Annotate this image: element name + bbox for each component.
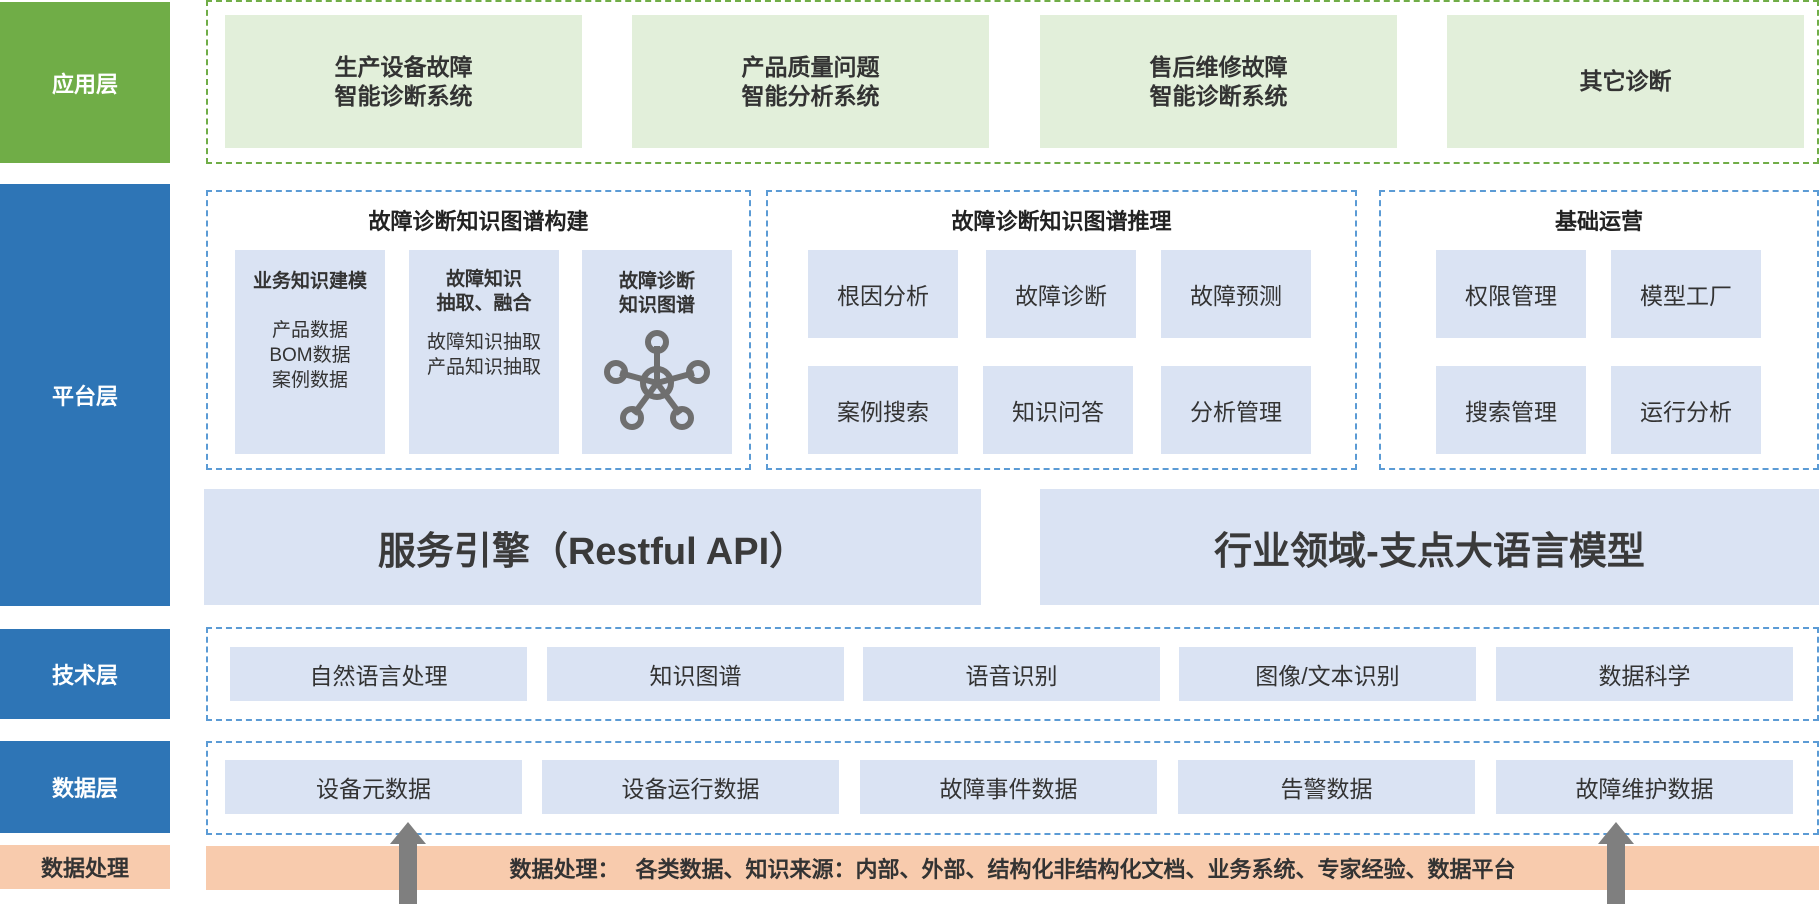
service-engine[interactable]: 服务引擎（Restful API）: [204, 489, 981, 605]
up-arrow-right: [1607, 843, 1625, 904]
ops-search-mgmt[interactable]: 搜索管理: [1436, 366, 1586, 454]
tech-nlp[interactable]: 自然语言处理: [230, 647, 527, 701]
tech-data-science[interactable]: 数据科学: [1496, 647, 1793, 701]
processing-bar: 数据处理： 各类数据、知识来源：内部、外部、结构化非结构化文档、业务系统、专家经…: [206, 846, 1819, 890]
application-layer-label: 应用层: [0, 2, 170, 163]
data-equipment-operation[interactable]: 设备运行数据: [542, 760, 839, 814]
kg-build-title: 故障诊断知识图谱构建: [368, 209, 589, 234]
reasoning-diagnosis[interactable]: 故障诊断: [986, 250, 1136, 338]
reasoning-qa[interactable]: 知识问答: [983, 366, 1133, 454]
application-layer-group: [206, 0, 1819, 164]
up-arrow-left-head: [390, 822, 426, 844]
app-system-aftersales[interactable]: 售后维修故障 智能诊断系统: [1040, 15, 1397, 148]
app-system-quality[interactable]: 产品质量问题 智能分析系统: [632, 15, 989, 148]
data-equipment-meta[interactable]: 设备元数据: [225, 760, 522, 814]
reasoning-root-cause[interactable]: 根因分析: [808, 250, 958, 338]
ops-permission[interactable]: 权限管理: [1436, 250, 1586, 338]
kg-build-group: [206, 190, 751, 470]
processing-label: 数据处理：: [509, 857, 620, 882]
technology-layer-label: 技术层: [0, 629, 170, 719]
reasoning-case-search[interactable]: 案例搜索: [808, 366, 958, 454]
processing-text: 各类数据、知识来源：内部、外部、结构化非结构化文档、业务系统、专家经验、数据平台: [635, 857, 1516, 882]
operations-title: 基础运营: [1554, 209, 1643, 234]
data-layer-group: [206, 741, 1819, 835]
technology-layer-group: [206, 627, 1819, 721]
knowledge-graph-icon: [604, 330, 710, 430]
kg-card-title: 故障知识 抽取、融合: [436, 269, 532, 314]
kg-reasoning-group: [766, 190, 1357, 470]
ops-model-factory[interactable]: 模型工厂: [1611, 250, 1761, 338]
tech-image-text-recognition[interactable]: 图像/文本识别: [1179, 647, 1476, 701]
kg-card-business-modeling[interactable]: 业务知识建模 产品数据 BOM数据 案例数据: [235, 250, 385, 454]
operations-group: [1379, 190, 1819, 470]
kg-card-items: 产品数据 BOM数据 案例数据: [269, 320, 351, 391]
data-layer-label: 数据层: [0, 741, 170, 833]
ops-run-analysis[interactable]: 运行分析: [1611, 366, 1761, 454]
platform-layer-label: 平台层: [0, 184, 170, 606]
up-arrow-right-head: [1598, 822, 1634, 844]
data-fault-event[interactable]: 故障事件数据: [860, 760, 1157, 814]
data-alarm[interactable]: 告警数据: [1178, 760, 1475, 814]
industry-llm[interactable]: 行业领域-支点大语言模型: [1040, 489, 1819, 605]
data-fault-maintenance[interactable]: 故障维护数据: [1496, 760, 1793, 814]
app-system-production[interactable]: 生产设备故障 智能诊断系统: [225, 15, 582, 148]
up-arrow-left: [399, 843, 417, 904]
kg-card-extraction[interactable]: 故障知识 抽取、融合 故障知识抽取 产品知识抽取: [409, 250, 559, 454]
tech-knowledge-graph[interactable]: 知识图谱: [547, 647, 844, 701]
app-system-other[interactable]: 其它诊断: [1447, 15, 1804, 148]
kg-card-title: 业务知识建模: [252, 271, 367, 292]
kg-card-items: 故障知识抽取 产品知识抽取: [426, 332, 541, 378]
kg-reasoning-title: 故障诊断知识图谱推理: [951, 209, 1172, 234]
kg-card-title: 故障诊断 知识图谱: [618, 271, 695, 316]
kg-card-graph[interactable]: 故障诊断 知识图谱: [582, 250, 732, 454]
reasoning-analysis-mgmt[interactable]: 分析管理: [1161, 366, 1311, 454]
processing-layer-label: 数据处理: [0, 845, 170, 889]
tech-speech-recognition[interactable]: 语音识别: [863, 647, 1160, 701]
reasoning-prediction[interactable]: 故障预测: [1161, 250, 1311, 338]
